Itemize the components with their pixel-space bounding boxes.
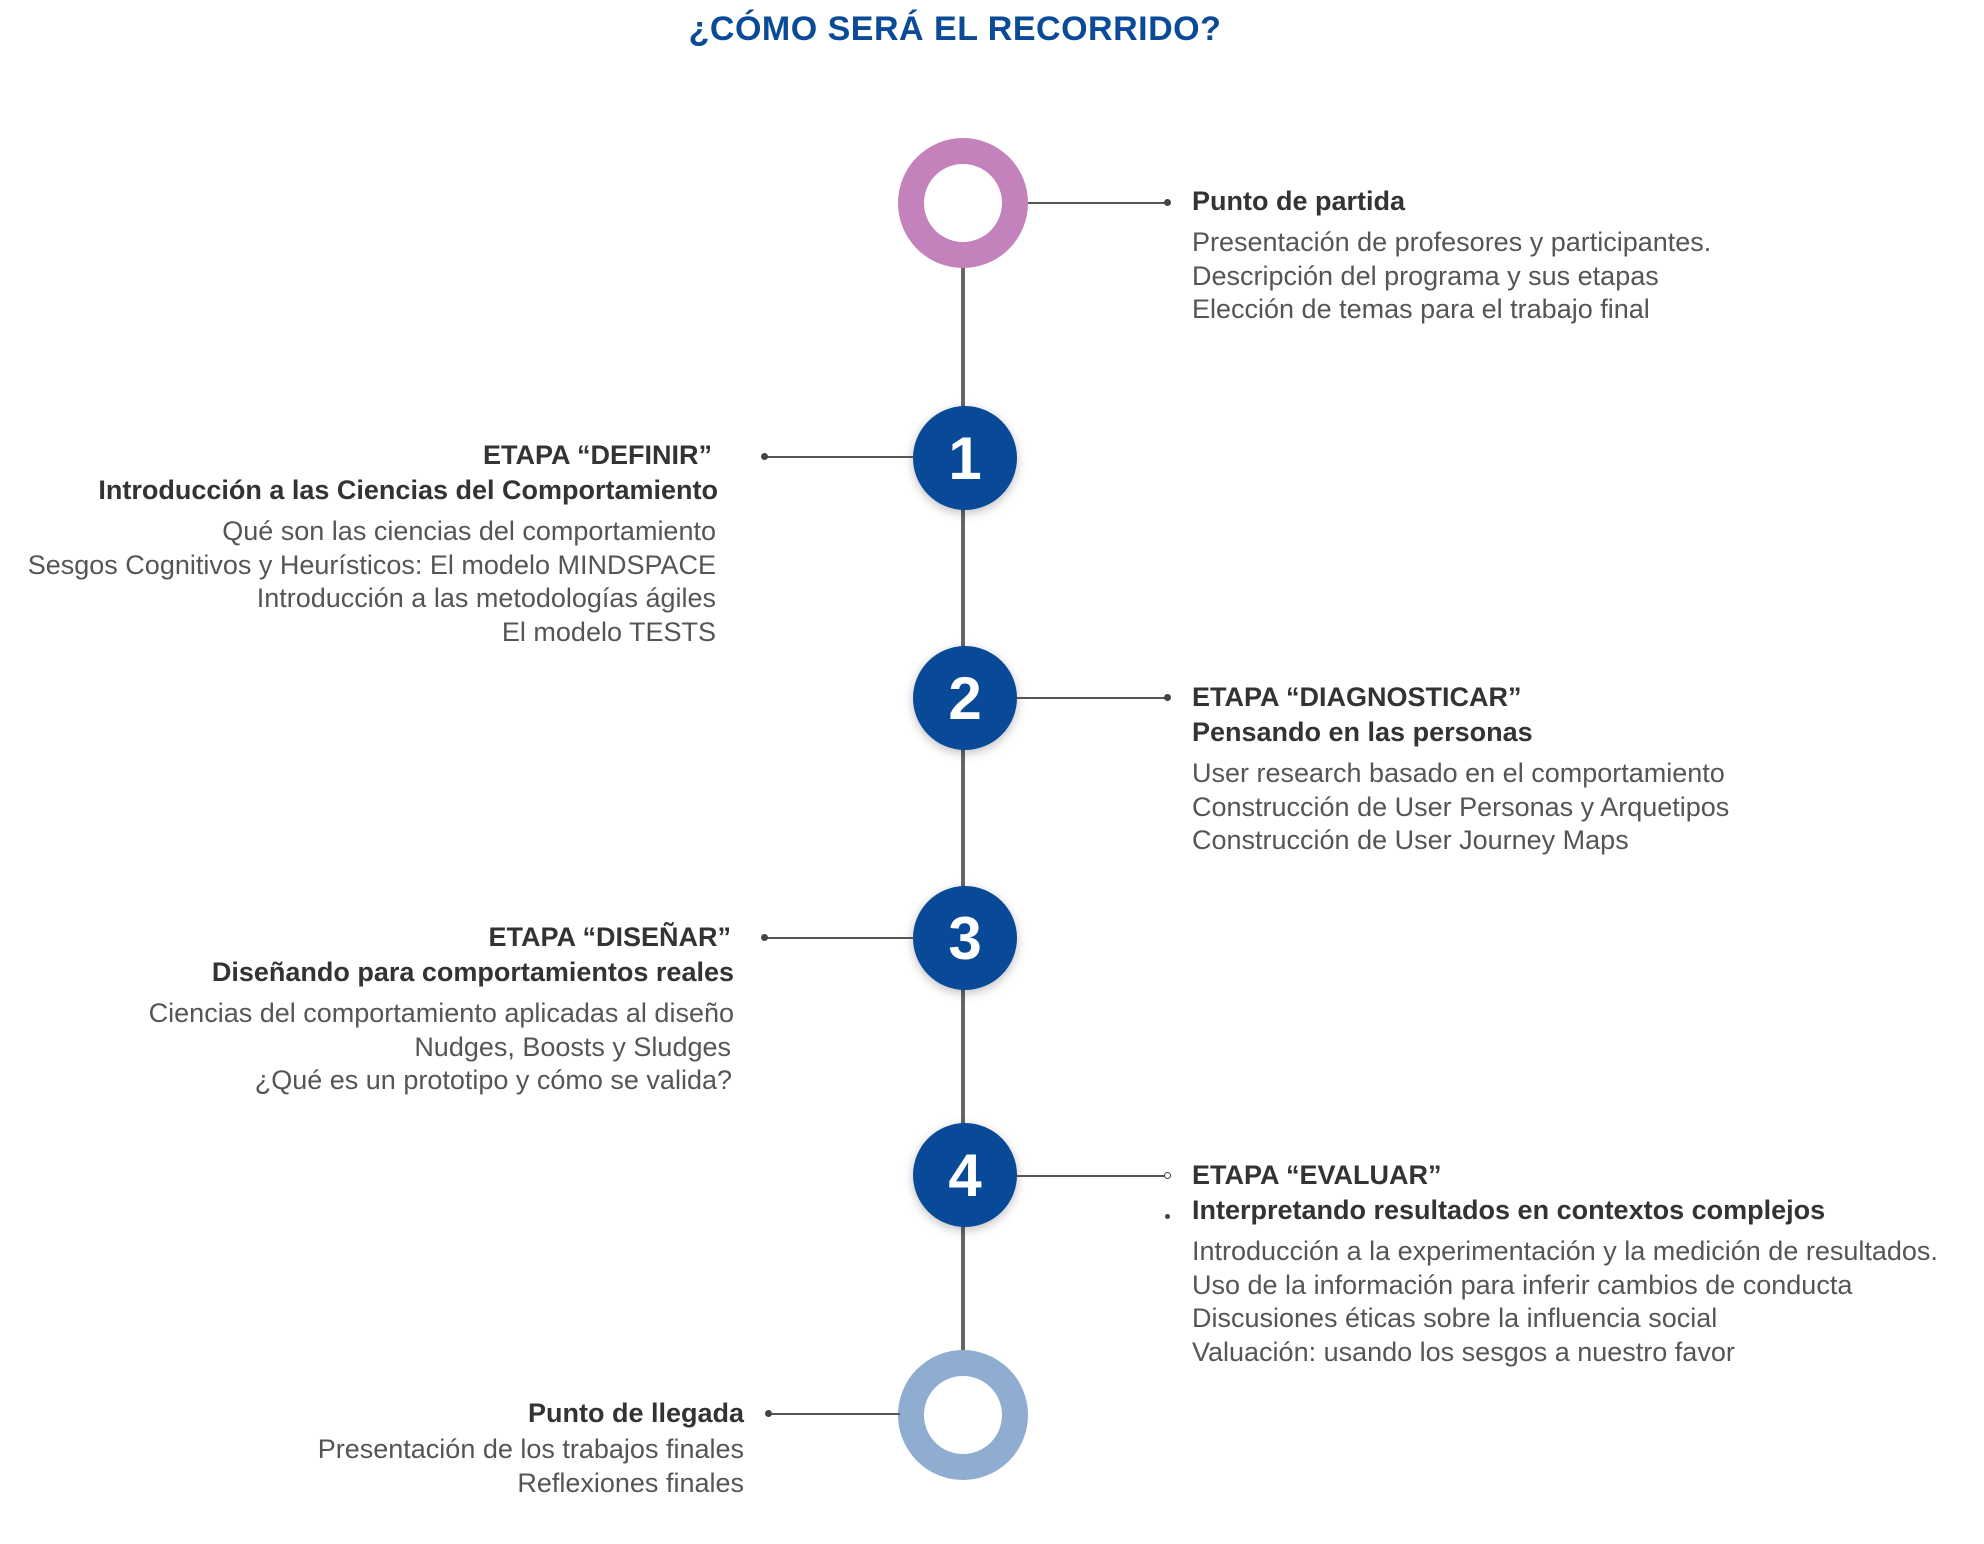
stage-2-block: ETAPA “DIAGNOSTICAR” Pensando en las per…: [1192, 680, 1729, 858]
stage-number: 3: [948, 904, 982, 972]
list-item: ¿Qué es un prototipo y cómo se valida?: [254, 1065, 732, 1095]
timeline-spine: [961, 230, 965, 1370]
list-item: Presentación de profesores y participant…: [1192, 227, 1712, 257]
stage-2-circle: 2: [913, 646, 1017, 750]
end-ring-icon: [898, 1350, 1028, 1480]
list-item: El modelo TESTS: [501, 616, 716, 647]
list-item: Ciencias del comportamiento aplicadas al…: [148, 998, 734, 1028]
stage-2-heading: ETAPA “DIAGNOSTICAR”: [1192, 682, 1522, 712]
list-item: Introducción a las metodologías ágiles: [256, 583, 716, 613]
connector-dot-stage-4: [1164, 1172, 1171, 1179]
connector-start: [1028, 202, 1168, 204]
list-item: Descripción del programa y sus etapas: [1192, 260, 1659, 291]
start-items: Presentación de profesores y participant…: [1192, 226, 1711, 327]
connector-dot-stage-2: [1164, 694, 1171, 701]
stage-4-items: Introducción a la experimentación y la m…: [1192, 1235, 1938, 1369]
connector-end: [770, 1413, 900, 1415]
stage-2-items: User research basado en el comportamient…: [1192, 757, 1729, 858]
connector-stage-4: [1017, 1175, 1167, 1177]
list-item: Qué son las ciencias del comportamiento: [222, 516, 716, 546]
page-title: ¿CÓMO SERÁ EL RECORRIDO?: [688, 10, 1222, 48]
stage-1-subheading: Introducción a las Ciencias del Comporta…: [98, 475, 718, 505]
list-item: Valuación: usando los sesgos a nuestro f…: [1192, 1336, 1735, 1367]
stage-number: 1: [948, 424, 982, 492]
list-item: Construcción de User Personas y Arquetip…: [1192, 791, 1730, 822]
connector-dot-end: [765, 1410, 772, 1417]
connector-dot-start: [1164, 199, 1171, 206]
stage-3-subheading: Diseñando para comportamientos reales: [211, 957, 734, 987]
connector-dot-stage-3: [761, 934, 768, 941]
stage-1-items: Qué son las ciencias del comportamiento …: [28, 515, 716, 649]
list-item: Construcción de User Journey Maps: [1192, 825, 1629, 855]
list-item: Uso de la información para inferir cambi…: [1192, 1269, 1853, 1300]
stage-number: 4: [948, 1141, 982, 1209]
stage-4-circle: 4: [913, 1123, 1017, 1227]
stage-number: 2: [948, 664, 982, 732]
start-heading: Punto de partida: [1192, 186, 1406, 216]
stage-1-heading: ETAPA “DEFINIR”: [483, 440, 712, 470]
stage-4-subheading: Interpretando resultados en contextos co…: [1192, 1195, 1826, 1225]
end-heading: Punto de llegada: [527, 1398, 744, 1428]
connector-dot-stage-1: [761, 453, 768, 460]
end-block: Punto de llegada Presentación de los tra…: [318, 1396, 744, 1500]
start-block: Punto de partida Presentación de profeso…: [1192, 184, 1711, 327]
list-item: User research basado en el comportamient…: [1192, 758, 1725, 788]
connector-stage-2: [1017, 697, 1167, 699]
list-item: Presentación de los trabajos finales: [317, 1434, 744, 1464]
list-item: Reflexiones finales: [517, 1467, 744, 1498]
stage-2-subheading: Pensando en las personas: [1192, 717, 1533, 747]
list-item: Elección de temas para el trabajo final: [1192, 294, 1650, 324]
connector-stage-1: [766, 456, 914, 458]
list-item: Sesgos Cognitivos y Heurísticos: El mode…: [27, 549, 716, 580]
stage-3-items: Ciencias del comportamiento aplicadas al…: [149, 997, 734, 1098]
stage-3-block: ETAPA “DISEÑAR” Diseñando para comportam…: [149, 920, 734, 1098]
stage-1-block: ETAPA “DEFINIR” Introducción a las Cienc…: [28, 438, 726, 649]
connector-stage-3: [766, 937, 914, 939]
list-item: Discusiones éticas sobre la influencia s…: [1192, 1303, 1718, 1333]
bullet-dot: [1165, 1214, 1170, 1219]
list-item: Nudges, Boosts y Sludges: [414, 1031, 731, 1062]
stage-3-heading: ETAPA “DISEÑAR”: [488, 922, 731, 952]
stage-1-circle: 1: [913, 406, 1017, 510]
start-ring-icon: [898, 138, 1028, 268]
list-item: Introducción a la experimentación y la m…: [1192, 1236, 1938, 1266]
end-items: Presentación de los trabajos finales Ref…: [318, 1433, 744, 1500]
stage-4-block: ETAPA “EVALUAR” Interpretando resultados…: [1192, 1158, 1938, 1369]
stage-3-circle: 3: [913, 886, 1017, 990]
stage-4-heading: ETAPA “EVALUAR”: [1192, 1160, 1442, 1190]
